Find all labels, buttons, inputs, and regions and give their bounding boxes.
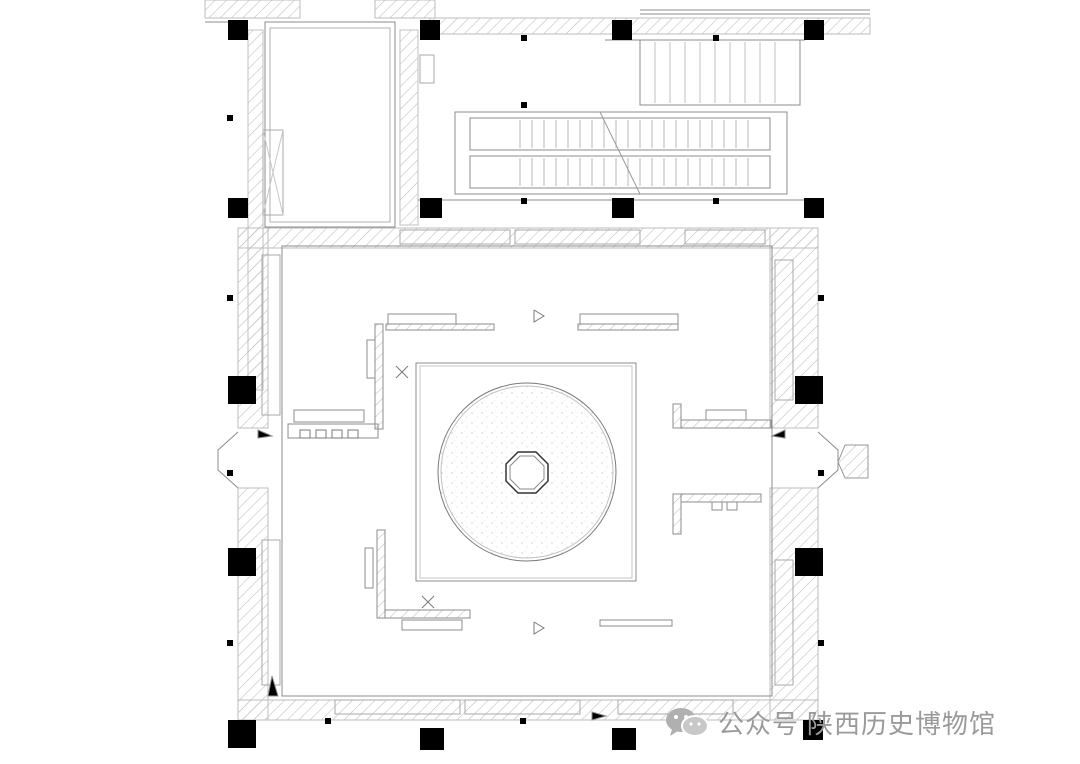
top-boundary [204, 0, 871, 35]
central-platform [415, 362, 637, 582]
watermark-account-name: 陕西历史博物馆 [807, 709, 997, 740]
display-cases [287, 313, 772, 631]
structural-columns [227, 20, 824, 750]
entrance-markers [217, 429, 869, 721]
watermark-account-label: 公众号 [718, 709, 800, 740]
direction-marks [395, 309, 545, 635]
left-service-block [247, 21, 435, 391]
wechat-watermark: 公众号 陕西历史博物馆 [664, 700, 996, 744]
escalator-area [418, 39, 820, 201]
wechat-icon [666, 708, 709, 737]
